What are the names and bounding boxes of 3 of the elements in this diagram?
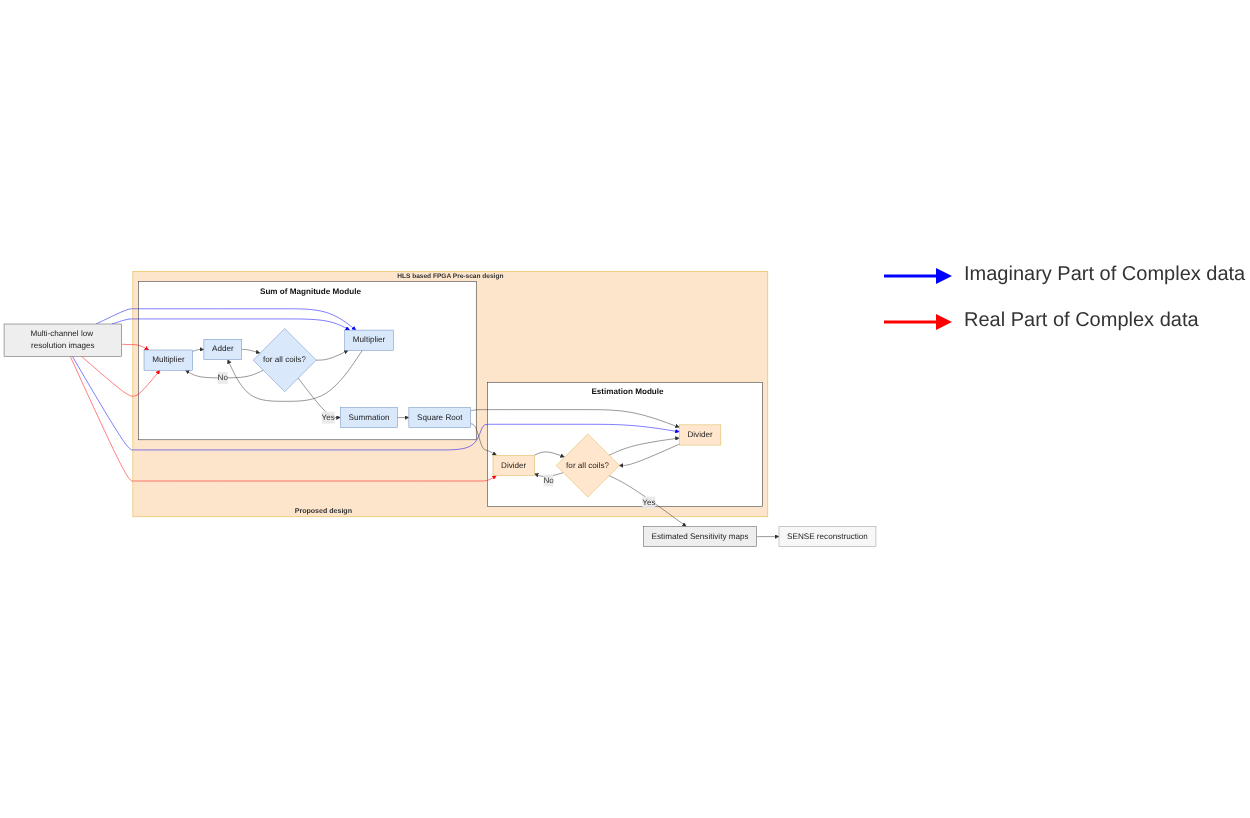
cluster xyxy=(132,271,769,518)
legend-text: Imaginary Part of Complex data xyxy=(964,264,1246,286)
legend-text: Real Part of Complex data xyxy=(964,310,1199,332)
